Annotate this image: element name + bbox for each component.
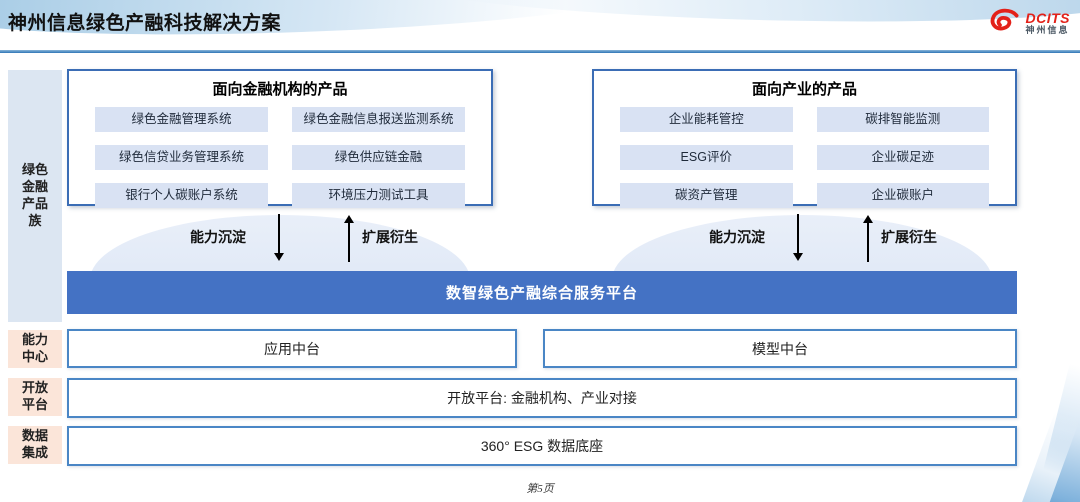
arrow-down-icon bbox=[793, 214, 803, 261]
arrow-down-icon bbox=[274, 214, 284, 261]
product-chip: 银行个人碳账户系统 bbox=[95, 183, 268, 208]
product-chip: 绿色金融管理系统 bbox=[95, 107, 268, 132]
arrow-label-expansion: 扩展衍生 bbox=[362, 229, 418, 245]
arrow-up-icon bbox=[863, 215, 873, 262]
product-chip: 绿色信贷业务管理系统 bbox=[95, 145, 268, 170]
logo-sub-text: 神州信息 bbox=[1025, 25, 1070, 36]
product-chip-grid: 绿色金融管理系统 绿色金融信息报送监测系统 绿色信贷业务管理系统 绿色供应链金融… bbox=[69, 105, 491, 208]
arrow-set-right: 能力沉淀 扩展衍生 bbox=[709, 212, 1009, 270]
dome-clip bbox=[0, 207, 1080, 271]
product-chip: 绿色金融信息报送监测系统 bbox=[292, 107, 465, 132]
product-box-industry: 面向产业的产品 企业能耗管控 碳排智能监测 ESG评价 企业碳足迹 碳资产管理 … bbox=[592, 69, 1017, 208]
product-box-title: 面向金融机构的产品 bbox=[212, 81, 348, 98]
arrow-label-capability: 能力沉淀 bbox=[709, 229, 765, 245]
page-number: 第5页 bbox=[526, 483, 554, 495]
product-chip: 企业碳足迹 bbox=[816, 145, 989, 170]
product-chip: 碳排智能监测 bbox=[816, 107, 989, 132]
product-chip: 环境压力测试工具 bbox=[292, 183, 465, 208]
product-box-title: 面向产业的产品 bbox=[751, 81, 857, 98]
product-chip: 企业碳账户 bbox=[816, 183, 989, 208]
sidebar-label-data-integration: 数据 集成 bbox=[8, 426, 62, 464]
dcits-swirl-icon bbox=[986, 7, 1022, 40]
middle-platform-model: 模型中台 bbox=[543, 329, 1017, 368]
sidebar-label-product-family: 绿色 金融 产品 族 bbox=[8, 70, 62, 322]
data-base-row: 360° ESG 数据底座 bbox=[67, 426, 1017, 466]
page-title: 神州信息绿色产融科技解决方案 bbox=[8, 13, 282, 34]
arrow-label-capability: 能力沉淀 bbox=[190, 229, 246, 245]
sidebar-label-open-platform: 开放 平台 bbox=[8, 378, 62, 416]
arrow-up-icon bbox=[344, 215, 354, 262]
dcits-logo: DCITS 神州信息 bbox=[986, 7, 1071, 40]
product-box-financial-institutions: 面向金融机构的产品 绿色金融管理系统 绿色金融信息报送监测系统 绿色信贷业务管理… bbox=[67, 69, 493, 208]
header-divider bbox=[0, 50, 1080, 53]
arrow-set-left: 能力沉淀 扩展衍生 bbox=[190, 212, 490, 270]
middle-platform-app: 应用中台 bbox=[67, 329, 517, 368]
open-platform-row: 开放平台: 金融机构、产业对接 bbox=[67, 378, 1017, 418]
sidebar-label-capability-center: 能力 中心 bbox=[8, 330, 62, 368]
product-chip-grid: 企业能耗管控 碳排智能监测 ESG评价 企业碳足迹 碳资产管理 企业碳账户 bbox=[594, 105, 1015, 208]
platform-bar: 数智绿色产融综合服务平台 bbox=[67, 271, 1017, 314]
product-chip: 碳资产管理 bbox=[620, 183, 793, 208]
product-chip: ESG评价 bbox=[620, 145, 793, 170]
logo-brand-text: DCITS bbox=[1025, 10, 1070, 27]
product-chip: 绿色供应链金融 bbox=[292, 145, 465, 170]
arrow-label-expansion: 扩展衍生 bbox=[881, 229, 937, 245]
product-chip: 企业能耗管控 bbox=[620, 107, 793, 132]
